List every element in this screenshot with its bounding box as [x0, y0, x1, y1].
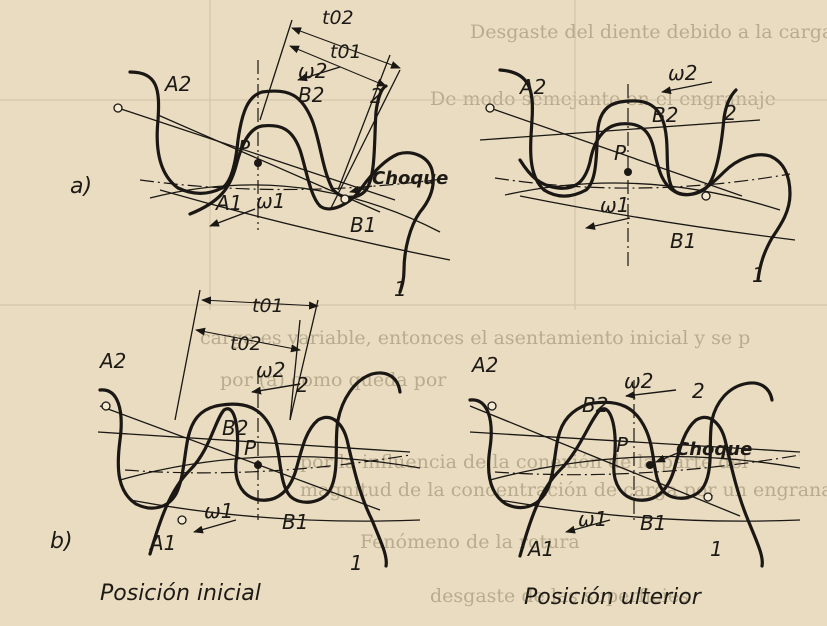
label-gear-2: 2 [724, 101, 737, 125]
point-a2-marker [113, 103, 123, 113]
point-a2-marker [485, 103, 495, 113]
label-a1: A1 [148, 531, 176, 555]
label-impact: Choque [676, 439, 752, 460]
label-t01: t01 [330, 41, 362, 63]
label-p: P [614, 141, 627, 165]
background-line: carga es variable, entonces el asentamie… [200, 327, 750, 349]
background-line: por la influencia de la conexión de la p… [300, 451, 748, 473]
label-p: P [244, 436, 257, 460]
label-p: P [238, 136, 251, 160]
point-a2-marker [487, 401, 497, 411]
label-a1: A1 [214, 191, 242, 215]
row-label-a: a) [70, 174, 92, 199]
label-omega1: ω1 [578, 507, 607, 531]
label-gear-2: 2 [692, 379, 705, 403]
point-b1-marker [340, 194, 350, 204]
panel-a-right: A2 B2 ω2 2 P ω1 B1 1 [479, 61, 796, 287]
label-a2: A2 [470, 353, 498, 377]
driving-gear-1-profile [188, 123, 435, 294]
label-b2: B2 [298, 83, 324, 107]
background-line: desgaste de las superficies [430, 585, 689, 607]
label-a2: A2 [518, 75, 546, 99]
caption-initial-position: Posición inicial [100, 581, 261, 606]
label-omega1: ω1 [204, 499, 233, 523]
point-b1-marker [703, 492, 713, 502]
background-line: De modo semejante en el engranaje [430, 88, 776, 110]
pitch-point-marker [624, 168, 632, 176]
label-gear-2: 2 [296, 373, 309, 397]
label-omega2: ω2 [298, 59, 327, 83]
label-b2: B2 [582, 393, 608, 417]
label-b1: B1 [282, 510, 308, 534]
pitch-point-marker [646, 461, 654, 469]
pitch-point-marker [254, 461, 262, 469]
label-t01: t01 [252, 295, 284, 317]
label-omega2: ω2 [624, 369, 653, 393]
panel-b-left: A2 B2 ω2 2 P A1 ω1 B1 1 t01 t02 b) [50, 289, 421, 575]
label-p: P [616, 433, 629, 457]
pitch-point-marker [254, 159, 262, 167]
panel-a-left: A2 B2 ω2 2 P A1 ω1 B1 1 Choque t02 t01 a… [70, 7, 451, 301]
label-omega2: ω2 [256, 358, 285, 382]
label-b2: B2 [652, 103, 678, 127]
label-omega1: ω1 [600, 193, 629, 217]
caption-later-position: Posición ulterior [524, 585, 703, 610]
label-a2: A2 [98, 349, 126, 373]
point-a1-marker [177, 515, 187, 525]
background-text: Desgaste del diente debido a la carga de… [0, 0, 827, 607]
label-t02: t02 [230, 333, 262, 355]
label-omega2: ω2 [668, 61, 697, 85]
label-gear-1: 1 [350, 551, 363, 575]
background-line: Desgaste del diente debido a la carga de… [470, 21, 827, 43]
background-line: por (a) como queda por [220, 369, 447, 391]
point-a2-marker [101, 401, 111, 411]
label-omega1: ω1 [256, 189, 285, 213]
label-gear-1: 1 [394, 277, 407, 301]
label-b2: B2 [222, 416, 248, 440]
label-impact: Choque [372, 168, 448, 189]
label-gear-1: 1 [752, 263, 765, 287]
label-t02: t02 [322, 7, 354, 29]
label-gear-2: 2 [370, 84, 383, 108]
label-a1: A1 [526, 537, 554, 561]
panel-b-right: A2 B2 ω2 2 P A1 ω1 B1 1 Choque [468, 353, 801, 568]
label-a2: A2 [163, 72, 191, 96]
driven-gear-2-profile [128, 70, 388, 199]
label-b1: B1 [350, 213, 376, 237]
point-b1-marker [701, 191, 711, 201]
label-b1: B1 [640, 511, 666, 535]
label-b1: B1 [670, 229, 696, 253]
label-gear-1: 1 [710, 537, 723, 561]
row-label-b: b) [50, 529, 73, 554]
background-line: magnitud de la concentración de carga po… [300, 479, 827, 501]
